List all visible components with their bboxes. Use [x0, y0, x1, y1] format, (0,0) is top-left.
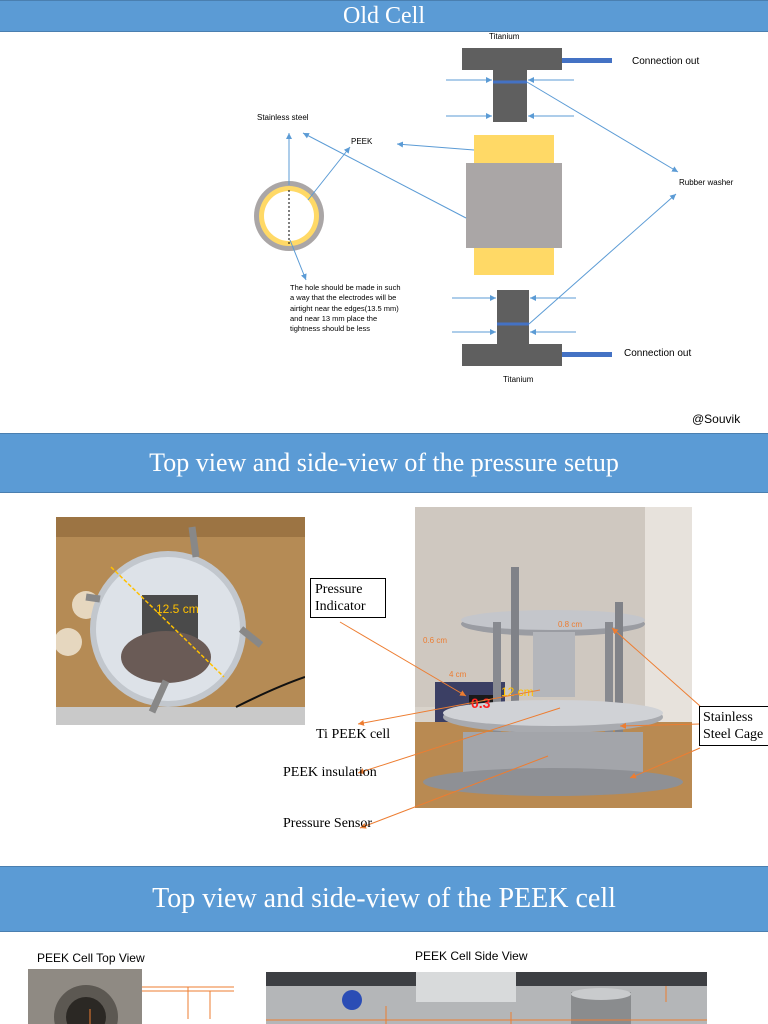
side-photo-dim-b: 0.6 cm [423, 636, 448, 645]
label-rubber-washer: Rubber washer [679, 178, 734, 187]
connector-bottom [562, 352, 612, 357]
side-photo-dim-c: 4 cm [449, 670, 467, 679]
label-titanium-top: Titanium [489, 32, 520, 41]
callout-ti-peek-cell: Ti PEEK cell [316, 727, 391, 742]
peek-body-bottom [474, 248, 554, 275]
peek-cell-top-view-label: PEEK Cell Top View [37, 951, 145, 965]
top-photo-measure: 12.5 cm [156, 602, 199, 616]
label-hole-note: The hole should be made in such a way th… [290, 283, 401, 334]
titanium-top-stem [493, 70, 527, 122]
credit-text: @Souvik [692, 412, 741, 426]
label-peek: PEEK [351, 137, 373, 146]
pressure-setup-side-photo: 0.8 cm 0.6 cm 4 cm 12 cm 0.3 [415, 507, 692, 808]
callout-peek-insulation: PEEK insulation [283, 765, 377, 780]
peek-cell-side-photo [266, 972, 707, 1024]
connector-top [562, 58, 612, 63]
old-cell-diagram [254, 48, 679, 366]
peek-body-top [474, 135, 554, 165]
peek-cell-side-view-label: PEEK Cell Side View [415, 949, 528, 963]
pressure-setup-title: Top view and side-view of the pressure s… [149, 448, 619, 477]
titanium-bottom-stem [497, 290, 529, 345]
callout-pressure-indicator: Pressure Indicator [310, 578, 386, 618]
peek-cell-banner: Top view and side-view of the PEEK cell [0, 866, 768, 932]
pressure-setup-top-photo: 12.5 cm [56, 517, 305, 725]
label-connection-out-top: Connection out [632, 56, 700, 67]
label-titanium-bottom: Titanium [503, 375, 534, 384]
old-cell-title: Old Cell [343, 3, 425, 29]
pressure-setup-callout-lines [339, 621, 701, 829]
peek-cell-top-photo [28, 969, 234, 1024]
side-photo-display: 0.3 [471, 695, 491, 711]
old-cell-banner: Old Cell [0, 0, 768, 32]
peek-cell-title: Top view and side-view of the PEEK cell [152, 883, 616, 914]
side-photo-dim-a: 0.8 cm [558, 620, 583, 629]
pressure-setup-banner: Top view and side-view of the pressure s… [0, 433, 768, 493]
callout-pressure-sensor: Pressure Sensor [283, 816, 373, 831]
callout-stainless-steel-cage: Stainless Steel Cage [699, 706, 768, 746]
top-measure-line [110, 566, 225, 678]
label-connection-out-bottom: Connection out [624, 348, 692, 359]
titanium-bottom-flange [462, 344, 562, 366]
steel-body [466, 163, 562, 248]
titanium-top-flange [462, 48, 562, 70]
label-stainless-steel: Stainless steel [257, 113, 309, 122]
